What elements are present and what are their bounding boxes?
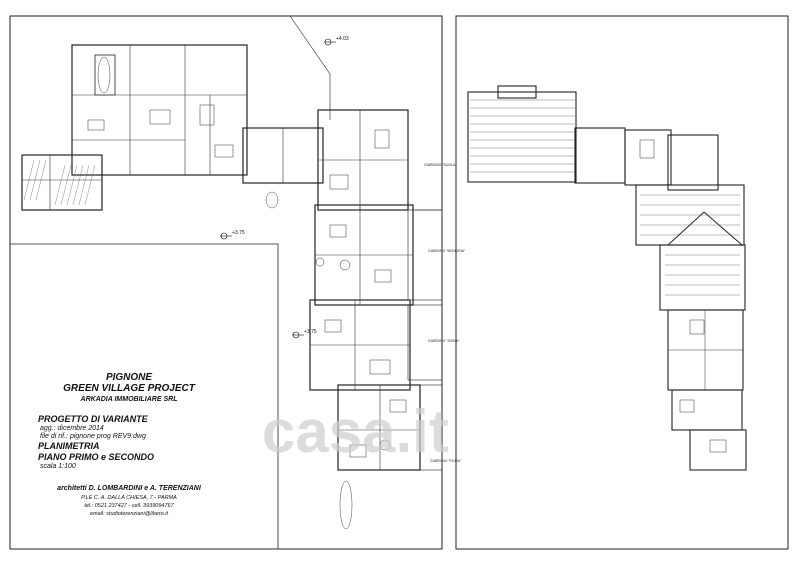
email-line: email: studioterenziani@libero.it (89, 511, 169, 517)
right-sheet-frame (455, 15, 789, 550)
elevation-markers (220, 38, 336, 339)
architects-line: architetti D. LOMBARDINI e A. TERENZIANI (57, 485, 201, 492)
client-name: ARKADIA IMMOBILIARE SRL (80, 396, 178, 403)
watermark: casa.it (262, 398, 449, 465)
title-block: PIGNONE GREEN VILLAGE PROJECT ARKADIA IM… (26, 372, 232, 518)
elevation-right-label: +3.75 (304, 329, 317, 335)
scale-label: scala 1:100 (40, 463, 76, 470)
elevation-top-label: +4.03 (336, 36, 349, 42)
file-line: file di rif.: pignone prog REV9.dwg (40, 433, 146, 440)
address-line: P.LE C. A. DALLA CHIESA, 7 - PARMA (81, 495, 177, 501)
hatched-areas (23, 159, 96, 206)
phone-line: tel.: 0521 237427 - cell. 3939094767 (84, 503, 174, 509)
phase-title: PROGETTO DI VARIANTE (38, 414, 148, 424)
roof-hatching (470, 99, 740, 296)
first-floor-walls (22, 45, 420, 470)
project-subtitle: GREEN VILLAGE PROJECT (63, 383, 195, 394)
tree-symbols (97, 56, 353, 530)
project-name: PIGNONE (105, 372, 153, 383)
elevation-left-label: +3.75 (232, 230, 245, 236)
second-floor-rooms (639, 139, 743, 453)
garden-label-4: GIARDINO "FILIBA" (430, 459, 462, 463)
garden-label-1: GIARDINO "SUOLA" (424, 163, 457, 167)
garden-label-2: GIARDINO "MONDRIA" (428, 249, 466, 253)
drawing-type: PLANIMETRIA (38, 441, 100, 451)
garden-label-3: GIARDINO "SIGNA" (428, 339, 460, 343)
furniture-symbols (87, 104, 407, 458)
date-line: agg.: dicembre 2014 (40, 425, 104, 432)
floors-label: PIANO PRIMO e SECONDO (38, 452, 155, 462)
gable-roof (667, 211, 743, 246)
